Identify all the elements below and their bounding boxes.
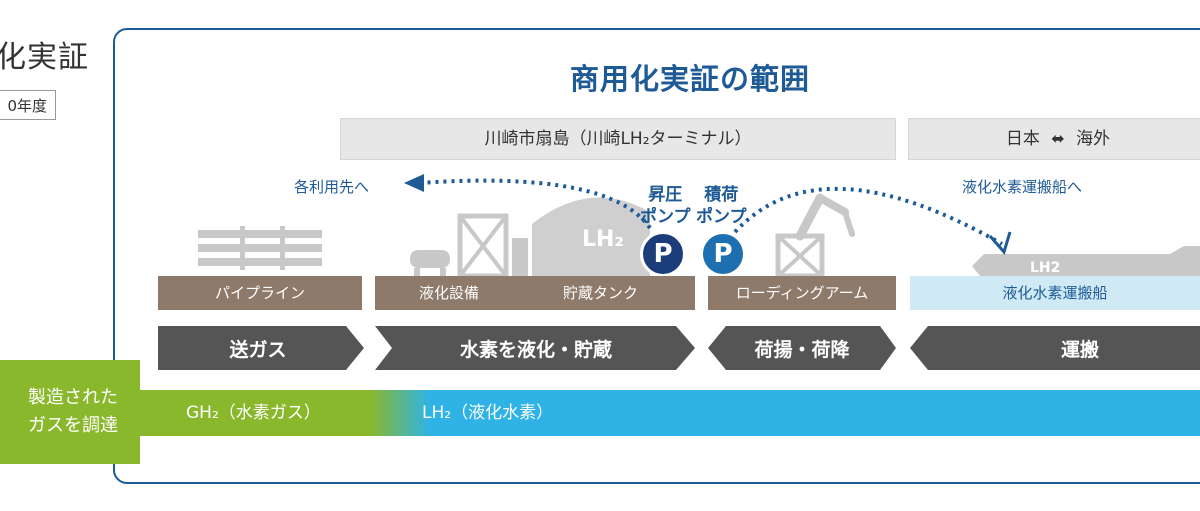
facility-loading-arm: ローディングアーム <box>708 276 896 310</box>
supply-box: 製造された ガスを調達 <box>0 360 140 464</box>
loading-arm-icon <box>775 193 855 279</box>
booster-pump-label: 昇圧ポンプ <box>640 185 691 227</box>
left-year-box: 0年度 <box>0 90 56 120</box>
process-step-3: 荷揚・荷降 <box>754 338 850 361</box>
lh2-label: LH₂（液化水素） <box>422 403 554 423</box>
facility-liquefaction-label: 液化設備 <box>419 284 480 302</box>
ship-icon: LH2 <box>972 246 1200 276</box>
tank-label: LH₂ <box>582 227 624 252</box>
booster-pump-icon: P <box>640 231 686 277</box>
region-japan-label: 日本 <box>1005 129 1040 149</box>
gh2-label: GH₂（水素ガス） <box>186 403 321 423</box>
arrowhead-down-icon <box>988 231 1012 256</box>
process-arrow-load-unload <box>708 326 896 370</box>
facility-storage-label: 貯蔵タンク <box>563 284 639 302</box>
facility-pipeline: パイプライン <box>158 276 362 310</box>
storage-tank-icon <box>532 197 650 276</box>
facility-liquefaction-storage: 液化設備 貯蔵タンク <box>375 276 695 310</box>
region-overseas-label: 海外 <box>1076 129 1111 149</box>
region-japan-overseas: 日本 ⬌ 海外 <box>908 118 1200 160</box>
double-arrow-icon: ⬌ <box>1051 129 1065 148</box>
destination-users: 各利用先へ <box>294 178 370 196</box>
arrowhead-left-icon <box>404 174 424 192</box>
destination-carrier: 液化水素運搬船へ <box>962 178 1083 196</box>
flow-arrow-to-users <box>419 178 652 230</box>
pipeline-icon <box>198 226 322 270</box>
facility-carrier: 液化水素運搬船 <box>910 276 1200 310</box>
scope-frame <box>113 28 1200 484</box>
region-kawasaki: 川崎市扇島（川崎LH₂ターミナル） <box>340 118 896 160</box>
process-arrow-send-gas <box>158 326 364 370</box>
flow-arrow-to-ship <box>733 186 1003 246</box>
hydrogen-flow-bar <box>140 390 1200 436</box>
process-arrow-transport <box>910 326 1200 370</box>
ship-hull-text: LH2 <box>1030 260 1060 276</box>
supply-line-1: 製造された <box>28 387 118 408</box>
supply-line-2: ガスを調達 <box>28 415 118 436</box>
loading-pump-label: 積荷ポンプ <box>696 185 747 227</box>
page-title: 商用化実証の範囲 <box>569 62 810 96</box>
process-step-4: 運搬 <box>1061 338 1099 361</box>
process-step-2: 水素を液化・貯蔵 <box>460 338 612 361</box>
process-step-1: 送ガス <box>229 338 286 361</box>
left-heading: 化実証 <box>0 40 89 75</box>
process-arrow-liquefy-store <box>375 326 695 370</box>
loading-pump-icon: P <box>700 231 746 277</box>
